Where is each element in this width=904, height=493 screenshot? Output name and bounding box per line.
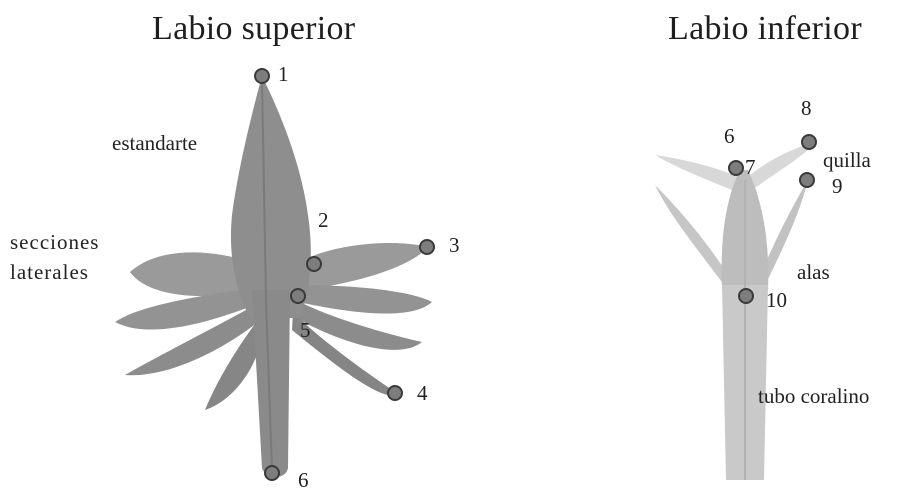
landmark-number-7: 7 [745, 157, 756, 178]
label-estandarte: estandarte [112, 133, 197, 154]
landmark-marker-2 [307, 257, 321, 271]
landmark-number-6-upper: 6 [298, 470, 309, 491]
landmark-marker-9 [800, 173, 814, 187]
landmark-marker-5 [291, 289, 305, 303]
landmark-number-6-lower: 6 [724, 126, 735, 147]
landmark-number-5: 5 [300, 320, 311, 341]
label-laterales: laterales [10, 262, 89, 283]
label-alas: alas [797, 262, 830, 283]
landmark-number-9: 9 [832, 176, 843, 197]
landmark-marker-6-upper [265, 466, 279, 480]
label-secciones: secciones [10, 232, 99, 253]
lower-lip [655, 145, 808, 480]
landmark-number-2: 2 [318, 210, 329, 231]
landmark-marker-7 [729, 161, 743, 175]
lateral-petal-right-mid [298, 285, 432, 314]
landmark-number-8: 8 [801, 98, 812, 119]
landmark-marker-1 [255, 69, 269, 83]
landmark-number-4: 4 [417, 383, 428, 404]
landmark-marker-4 [388, 386, 402, 400]
landmark-number-1: 1 [278, 64, 289, 85]
label-quilla: quilla [823, 150, 871, 171]
keel-petal-left [655, 155, 745, 195]
landmark-marker-10 [739, 289, 753, 303]
landmark-marker-3 [420, 240, 434, 254]
landmark-number-10: 10 [766, 290, 787, 311]
landmark-marker-8 [802, 135, 816, 149]
lateral-petal-upper-left [130, 252, 250, 296]
title-upper-lip: Labio superior [152, 10, 355, 48]
title-lower-lip: Labio inferior [668, 10, 862, 48]
landmark-number-3: 3 [449, 235, 460, 256]
label-tubo-coralino: tubo coralino [758, 386, 869, 407]
standard-petal [231, 76, 311, 318]
